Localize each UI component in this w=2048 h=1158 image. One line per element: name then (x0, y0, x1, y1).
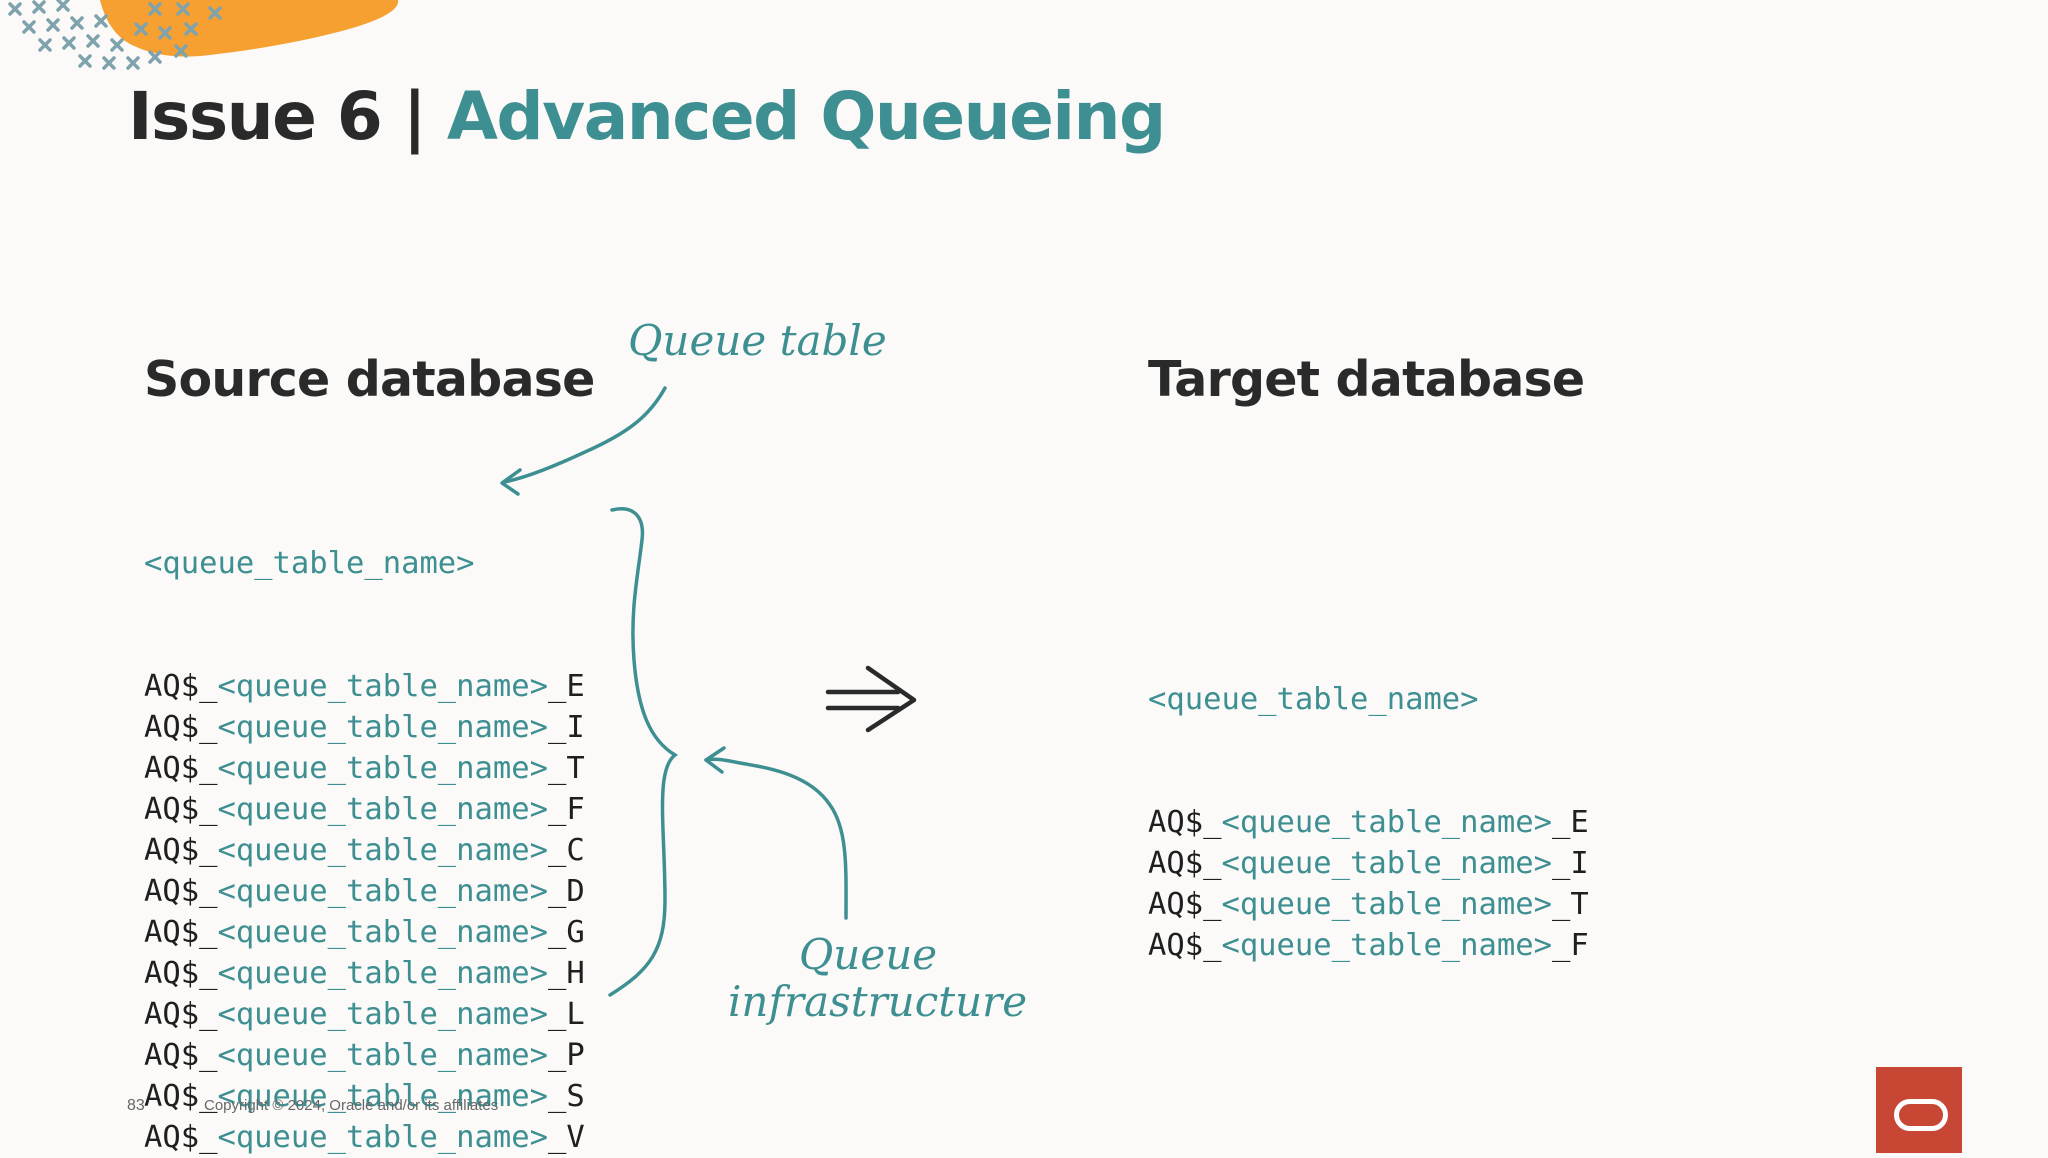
queue-table-placeholder: <queue_table_name> (217, 1079, 548, 1114)
page-title: Issue 6 | Advanced Queueing (128, 78, 1166, 155)
aq-prefix: AQ$_ (144, 997, 218, 1032)
queue-table-arrow (502, 386, 667, 484)
object-suffix: _E (1551, 805, 1589, 840)
source-object-line: AQ$_<queue_table_name>_T (144, 748, 585, 789)
aq-prefix: AQ$_ (144, 792, 218, 827)
queue-table-placeholder: <queue_table_name> (217, 915, 548, 950)
queue-table-placeholder: <queue_table_name> (1221, 805, 1552, 840)
object-suffix: _T (547, 751, 585, 786)
object-suffix: _L (547, 997, 585, 1032)
queue-table-placeholder: <queue_table_name> (217, 751, 548, 786)
object-suffix: _F (1551, 928, 1589, 963)
source-object-line: AQ$_<queue_table_name>_E (144, 666, 585, 707)
source-object-line: AQ$_<queue_table_name>_V (144, 1117, 585, 1158)
source-object-line: AQ$_<queue_table_name>_L (144, 994, 585, 1035)
queue-table-placeholder: <queue_table_name> (217, 792, 548, 827)
object-suffix: _T (1551, 887, 1589, 922)
annotation-queue-table: Queue table (628, 316, 887, 365)
queue-table-placeholder: <queue_table_name> (1221, 887, 1552, 922)
oracle-logo-icon (1894, 1099, 1948, 1131)
source-database-heading: Source database (144, 351, 595, 408)
source-object-line: AQ$_<queue_table_name>_C (144, 830, 585, 871)
target-object-line: AQ$_<queue_table_name>_F (1148, 925, 1589, 966)
aq-prefix: AQ$_ (1148, 928, 1222, 963)
queue-table-placeholder: <queue_table_name> (1221, 846, 1552, 881)
aq-prefix: AQ$_ (144, 751, 218, 786)
copyright-text: Copyright © 2024, Oracle and/or its affi… (204, 1097, 499, 1114)
page-number: 83 (127, 1097, 145, 1114)
target-object-line: AQ$_<queue_table_name>_E (1148, 802, 1589, 843)
aq-prefix: AQ$_ (1148, 805, 1222, 840)
target-database-heading: Target database (1148, 351, 1585, 408)
curly-brace (608, 507, 679, 997)
target-object-line: AQ$_<queue_table_name>_T (1148, 884, 1589, 925)
aq-prefix: AQ$_ (144, 1079, 218, 1114)
queue-table-placeholder: <queue_table_name> (217, 710, 548, 745)
object-suffix: _H (547, 956, 585, 991)
queue-table-placeholder: <queue_table_name> (217, 833, 548, 868)
object-suffix: _F (547, 792, 585, 827)
aq-prefix: AQ$_ (144, 710, 218, 745)
source-object-line: AQ$_<queue_table_name>_H (144, 953, 585, 994)
aq-prefix: AQ$_ (1148, 887, 1222, 922)
object-suffix: _C (547, 833, 585, 868)
target-object-line: AQ$_<queue_table_name>_I (1148, 843, 1589, 884)
aq-prefix: AQ$_ (144, 833, 218, 868)
infrastructure-arrowhead (704, 746, 726, 774)
source-object-line: AQ$_<queue_table_name>_F (144, 789, 585, 830)
object-suffix: _I (1551, 846, 1589, 881)
source-object-line: AQ$_<queue_table_name>_G (144, 912, 585, 953)
queue-table-placeholder: <queue_table_name> (217, 669, 548, 704)
object-suffix: _E (547, 669, 585, 704)
target-object-list: <queue_table_name> AQ$_<queue_table_name… (1148, 597, 1589, 966)
target-queue-table-line: <queue_table_name> (1148, 682, 1479, 717)
aq-prefix: AQ$_ (1148, 846, 1222, 881)
source-object-line: AQ$_<queue_table_name>_D (144, 871, 585, 912)
aq-prefix: AQ$_ (144, 915, 218, 950)
object-suffix: _V (547, 1120, 585, 1155)
title-accent: Advanced Queueing (446, 78, 1166, 155)
queue-table-arrowhead (500, 468, 522, 496)
queue-table-placeholder: <queue_table_name> (217, 956, 548, 991)
source-object-line: AQ$_<queue_table_name>_S (144, 1076, 585, 1117)
annotation-infra-line1: Queue (798, 930, 938, 979)
source-object-line: AQ$_<queue_table_name>_I (144, 707, 585, 748)
aq-prefix: AQ$_ (144, 956, 218, 991)
double-right-arrow-icon (825, 665, 917, 733)
queue-table-placeholder: <queue_table_name> (217, 1120, 548, 1155)
aq-prefix: AQ$_ (144, 1038, 218, 1073)
annotation-queue-infrastructure: Queue infrastructure (728, 930, 1028, 1026)
source-object-list: <queue_table_name> AQ$_<queue_table_name… (144, 461, 585, 1158)
oracle-logo (1876, 1067, 1962, 1153)
object-suffix: _G (547, 915, 585, 950)
object-suffix: _I (547, 710, 585, 745)
object-suffix: _D (547, 874, 585, 909)
aq-prefix: AQ$_ (144, 1120, 218, 1155)
queue-table-placeholder: <queue_table_name> (217, 874, 548, 909)
title-main: Issue 6 | (128, 78, 447, 155)
source-queue-table-line: <queue_table_name> (144, 546, 475, 581)
aq-prefix: AQ$_ (144, 669, 218, 704)
queue-table-placeholder: <queue_table_name> (1221, 928, 1552, 963)
source-object-line: AQ$_<queue_table_name>_P (144, 1035, 585, 1076)
queue-table-placeholder: <queue_table_name> (217, 997, 548, 1032)
decorative-brush-stroke (8, 0, 399, 70)
object-suffix: _S (547, 1079, 585, 1114)
aq-prefix: AQ$_ (144, 874, 218, 909)
infrastructure-arrow (704, 757, 848, 920)
object-suffix: _P (547, 1038, 585, 1073)
queue-table-placeholder: <queue_table_name> (217, 1038, 548, 1073)
annotation-infra-line2: infrastructure (728, 977, 1028, 1026)
cross-pattern (8, 0, 222, 70)
